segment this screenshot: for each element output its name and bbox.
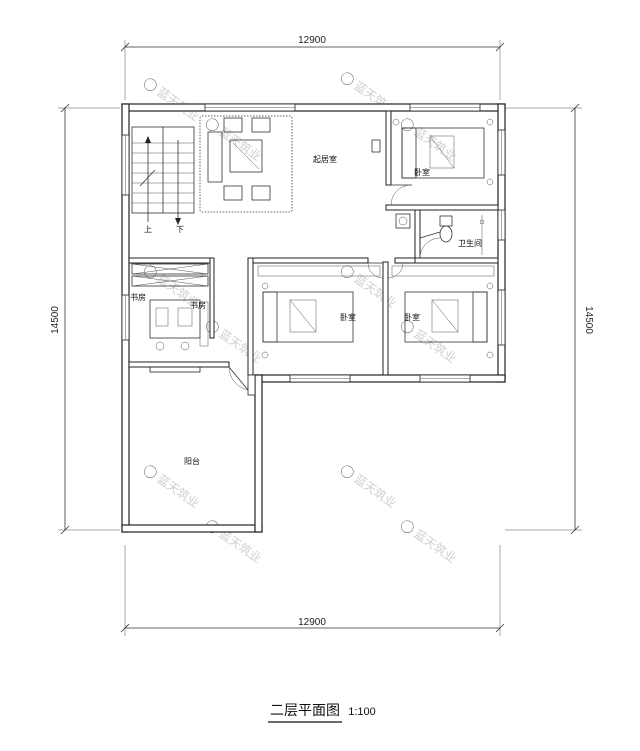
room-label-study-right: 书房: [190, 300, 206, 310]
dimension-top: 12900: [298, 35, 326, 46]
stair-up-label: 上: [144, 225, 152, 234]
staircase: [131, 126, 195, 225]
watermark-text: 蓝天筑业: [351, 471, 399, 511]
watermark-text: 蓝天筑业: [216, 326, 264, 366]
room-label-bathroom: 卫生间: [458, 238, 482, 248]
watermark-text: 蓝天筑业: [351, 271, 399, 311]
doors: [228, 184, 441, 396]
interior-walls: [128, 110, 499, 376]
dimension-right: 14500: [583, 306, 594, 334]
windows: [121, 103, 506, 383]
room-label-bedroom-center: 卧室: [340, 312, 356, 322]
dimension-bottom: 12900: [298, 617, 326, 628]
room-label-living: 起居室: [313, 154, 337, 164]
watermark-text: 蓝天筑业: [411, 124, 459, 164]
watermark-text: 蓝天筑业: [411, 526, 459, 566]
bathroom-fixtures: [395, 213, 485, 255]
room-label-balcony: 阳台: [184, 456, 200, 466]
room-label-bedroom-right: 卧室: [404, 312, 420, 322]
drawing-scale: 1:100: [348, 706, 376, 718]
room-label-bedroom-top-right: 卧室: [414, 167, 430, 177]
stair-down-label: 下: [176, 225, 184, 234]
drawing-title: 二层平面图: [270, 703, 340, 719]
dimension-lines: [58, 40, 582, 636]
sofa-set: [199, 115, 293, 213]
room-label-study-left: 书房: [130, 292, 146, 302]
bed-right: [391, 265, 495, 359]
watermark-text: 蓝天筑业: [351, 78, 399, 118]
study-furniture: [131, 263, 209, 351]
cabinet: [371, 139, 381, 153]
bed-center: [257, 265, 381, 359]
dimension-left: 14500: [50, 306, 61, 334]
watermark-text: 蓝天筑业: [154, 471, 202, 511]
bed-top-right: [392, 118, 494, 186]
